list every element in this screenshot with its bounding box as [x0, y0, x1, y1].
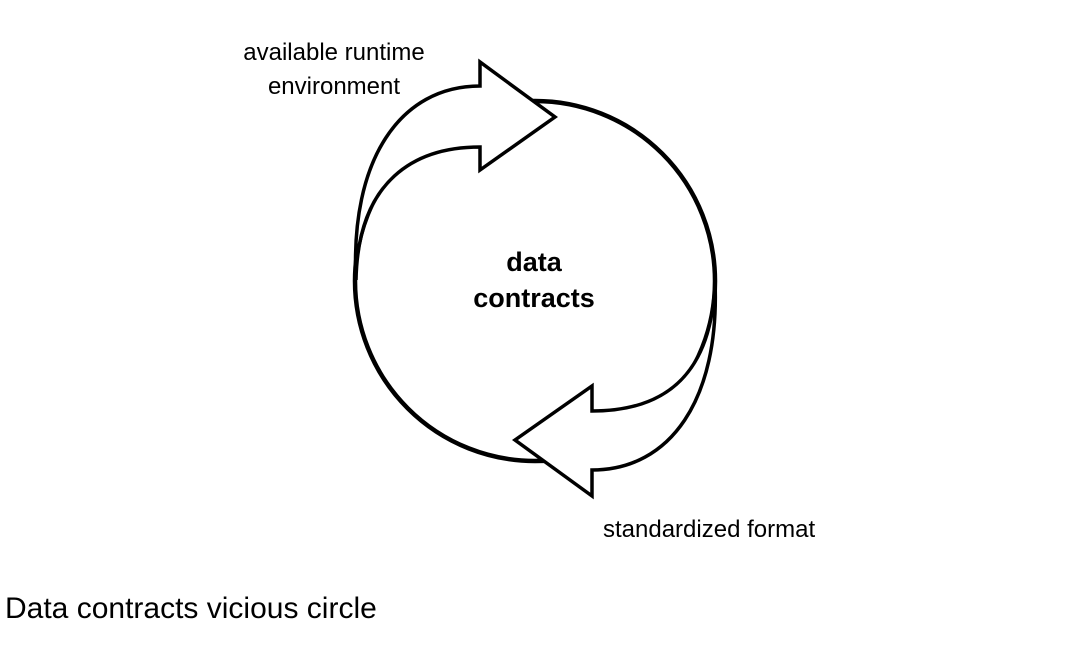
center-node-line2: contracts [473, 283, 595, 313]
bottom-arrow-label: standardized format [603, 516, 816, 543]
figure-caption: Data contracts vicious circle [5, 592, 377, 625]
bottom-arrow [511, 280, 718, 500]
top-arrow-label-line1: available runtime [243, 39, 425, 66]
center-node-line1: data [506, 247, 562, 277]
top-arrow-label-line2: environment [267, 73, 401, 100]
top-arrow-label: available runtime environment [214, 36, 454, 104]
center-node-label: data contracts [434, 244, 634, 316]
top-arrow [353, 58, 558, 281]
